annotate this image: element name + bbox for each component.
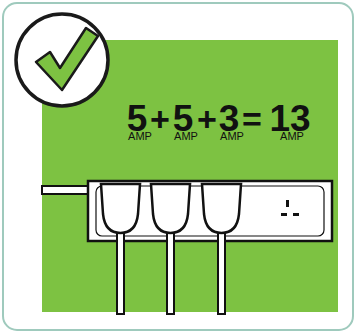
plus-sign: + bbox=[150, 102, 170, 136]
plugs bbox=[101, 184, 241, 233]
check-badge bbox=[16, 14, 108, 106]
extension-lead bbox=[42, 181, 332, 241]
equals-sign: = bbox=[242, 102, 262, 136]
outer-frame bbox=[3, 3, 353, 330]
unit-label: AMP bbox=[280, 131, 304, 142]
unit-label: AMP bbox=[174, 131, 198, 142]
socket bbox=[281, 200, 299, 216]
unit-label: AMP bbox=[220, 131, 244, 142]
plus-sign: + bbox=[197, 102, 217, 136]
plug-cords bbox=[117, 230, 225, 314]
unit-label: AMP bbox=[128, 131, 152, 142]
